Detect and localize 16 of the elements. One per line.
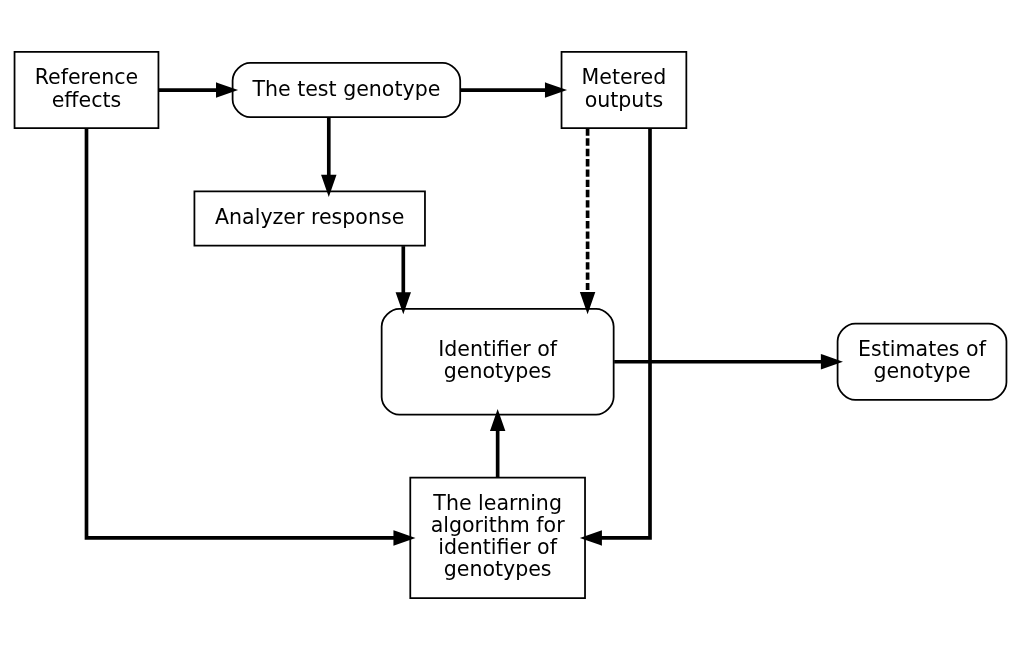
node-box: Metered outputs	[560, 50, 688, 129]
node-box: Analyzer response	[193, 190, 426, 247]
node-box: Estimates of genotype	[836, 322, 1008, 401]
arrow	[395, 245, 412, 314]
node-box: The learning algorithm for identifier of genotypes	[409, 476, 586, 599]
arrow	[579, 127, 596, 314]
arrow	[321, 116, 337, 197]
arrow	[158, 81, 239, 98]
node-box: Reference effects	[13, 50, 160, 129]
node-box: The test genotype	[231, 61, 462, 118]
arrow	[84, 127, 416, 546]
arrow	[579, 127, 652, 546]
node-box: Identifier of genotypes	[380, 307, 615, 415]
arrow	[489, 408, 506, 478]
arrow	[460, 81, 568, 98]
arrow	[614, 353, 843, 369]
